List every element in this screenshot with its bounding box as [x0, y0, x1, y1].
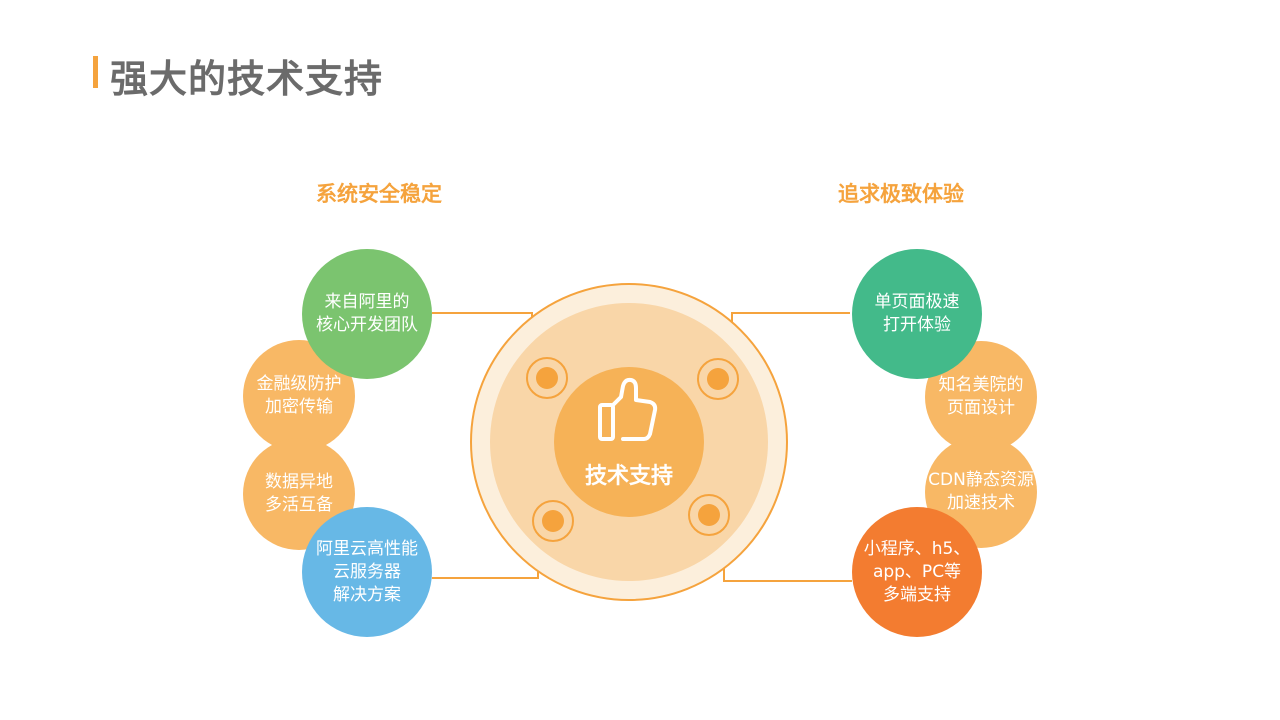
hub-dots [526, 357, 739, 542]
thumbs-up-icon [598, 377, 658, 441]
center-label: 技术支持 [584, 464, 673, 489]
node-right-1: 单页面极速 打开体验 [852, 249, 982, 379]
core-circle [554, 367, 704, 517]
node-left-3: 数据异地 多活互备 [243, 438, 355, 550]
node-right-4: 小程序、h5、 app、PC等 多端支持 [852, 507, 982, 637]
node-left-1: 来自阿里的 核心开发团队 [302, 249, 432, 379]
page-title: 强大的技术支持 [110, 57, 384, 101]
left-heading: 系统安全稳定 [316, 182, 442, 206]
node-left-4: 阿里云高性能 云服务器 解决方案 [302, 507, 432, 637]
title-accent-bar [93, 56, 98, 88]
right-heading: 追求极致体验 [838, 182, 964, 206]
